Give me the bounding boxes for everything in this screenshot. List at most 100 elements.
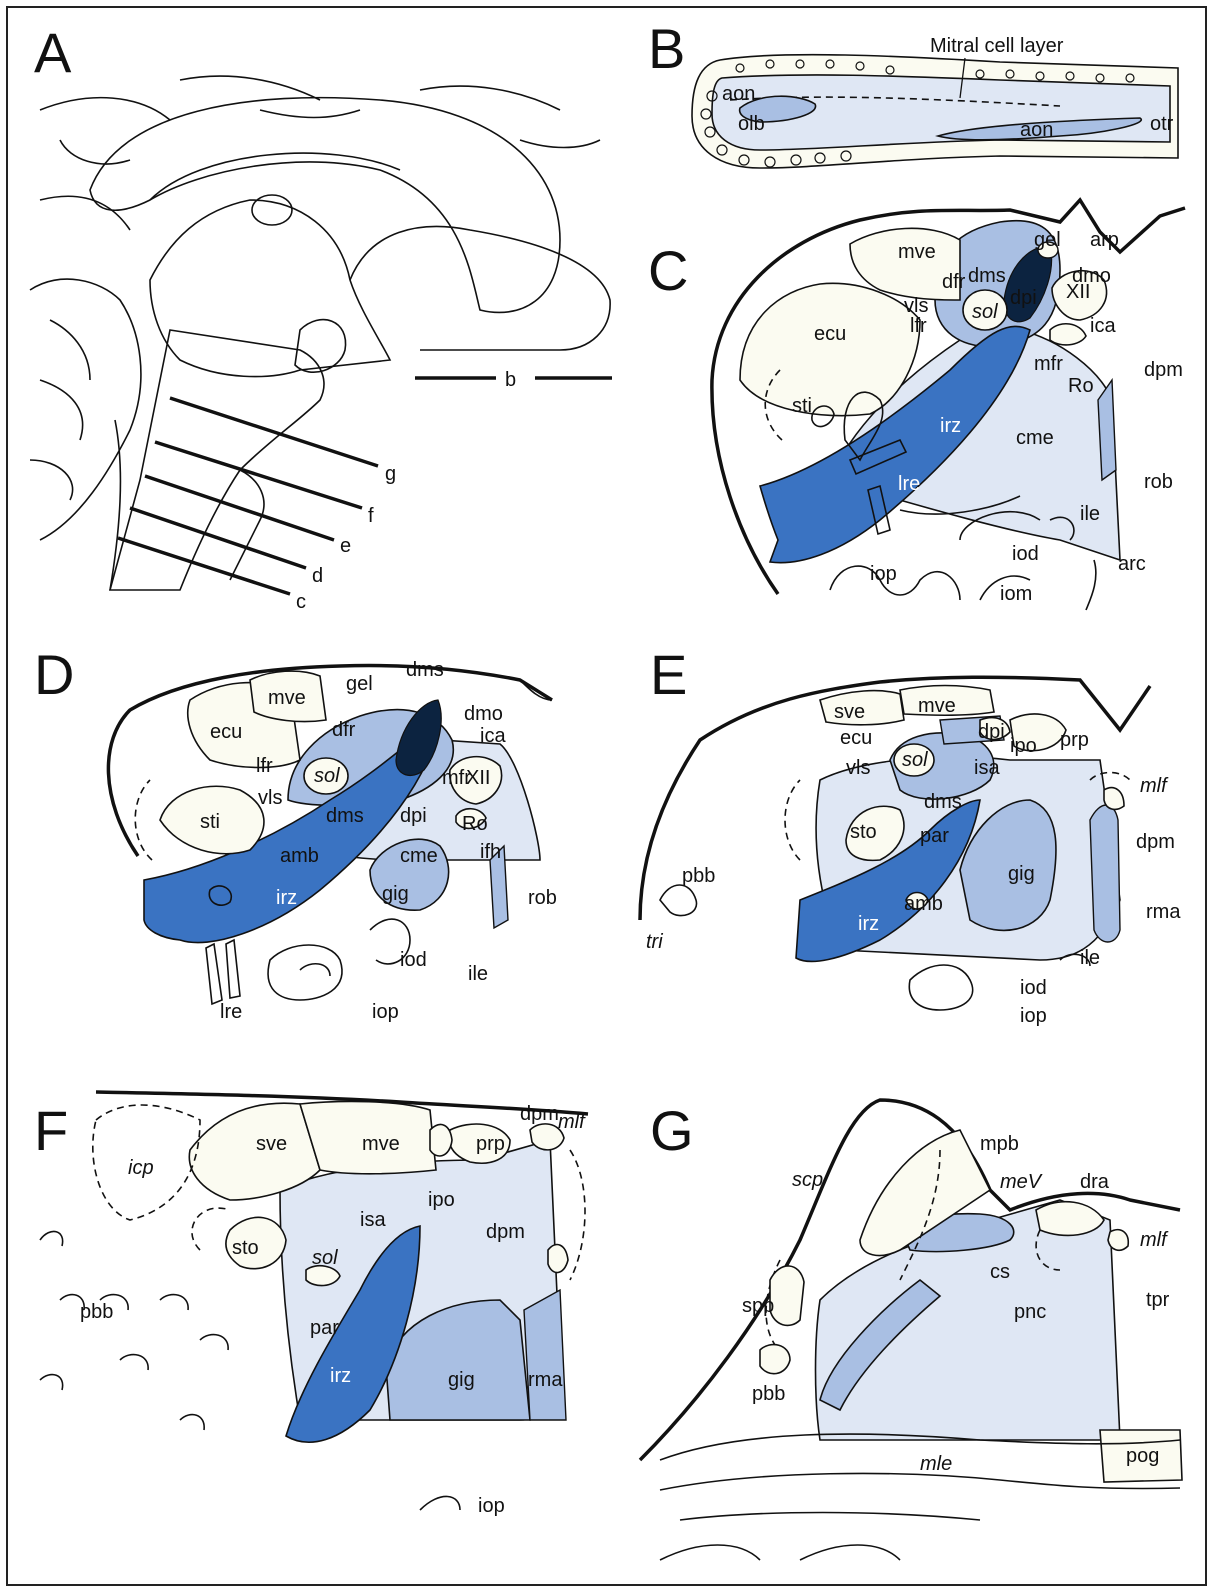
label-ile: ile — [1080, 503, 1100, 525]
label-e-sve: sve — [834, 701, 865, 723]
label-e-vls: vls — [846, 757, 870, 779]
label-otr: otr — [1150, 113, 1174, 135]
label-d-sti: sti — [200, 811, 220, 833]
label-f-dpm-mid: dpm — [486, 1221, 525, 1243]
panel-c: C gel arp mve dms dmo dfr vls dpi lfr so — [648, 200, 1185, 610]
label-ecu: ecu — [814, 323, 846, 345]
frontal-base — [350, 227, 610, 350]
label-d-ecu: ecu — [210, 721, 242, 743]
label-d-rob: rob — [528, 887, 557, 909]
label-e-gig: gig — [1008, 863, 1035, 885]
label-lre: lre — [898, 473, 920, 495]
label-mitral-cell-layer: Mitral cell layer — [930, 35, 1064, 57]
label-e-sol: sol — [902, 749, 928, 771]
pons-outline — [230, 470, 264, 580]
f-ipo-nucleus — [430, 1125, 452, 1156]
section-label-d: d — [312, 565, 323, 587]
label-olb: olb — [738, 113, 765, 135]
f-sto-boundary — [192, 1208, 230, 1250]
label-g-mpb: mpb — [980, 1133, 1019, 1155]
panel-letter-g: G — [650, 1099, 694, 1162]
label-f-mve: mve — [362, 1133, 400, 1155]
section-line-d — [130, 508, 306, 568]
label-f-sol: sol — [312, 1247, 338, 1269]
panel-a: A b g f e d c — [30, 21, 612, 613]
label-e-irz: irz — [858, 913, 879, 935]
label-d-xii: XII — [466, 767, 490, 789]
label-xii: XII — [1066, 281, 1090, 303]
label-d-gel: gel — [346, 673, 373, 695]
label-e-dms: dms — [924, 791, 962, 813]
label-f-dpm-top: dpm — [520, 1103, 559, 1125]
label-f-mlf: mlf — [558, 1111, 587, 1133]
section-label-c: c — [296, 591, 306, 613]
label-aon-caudal: aon — [1020, 119, 1053, 141]
panel-d: D gel dms mve dmo ecu dfr ica lfr sol mf… — [34, 643, 557, 1023]
section-label-g: g — [385, 463, 396, 485]
panel-b: B Mitral cell layer aon olb aon otr — [648, 17, 1178, 168]
e-dpm-nucleus — [1104, 788, 1124, 810]
rob-region — [1098, 380, 1116, 480]
label-d-iod: iod — [400, 949, 427, 971]
panel-letter-e: E — [650, 643, 687, 706]
ro-nucleus — [1050, 324, 1086, 345]
panel-letter-d: D — [34, 643, 74, 706]
label-e-rma: rma — [1146, 901, 1181, 923]
label-e-prp: prp — [1060, 729, 1089, 751]
label-d-irz: irz — [276, 887, 297, 909]
diencephalon — [150, 200, 390, 377]
label-f-icp: icp — [128, 1157, 154, 1179]
label-e-ile: ile — [1080, 947, 1100, 969]
label-d-iop: iop — [372, 1001, 399, 1023]
label-e-ecu: ecu — [840, 727, 872, 749]
label-g-mlf: mlf — [1140, 1229, 1169, 1251]
label-d-dms: dms — [326, 805, 364, 827]
label-e-par: par — [920, 825, 949, 847]
section-label-b: b — [505, 369, 516, 391]
label-arc: arc — [1118, 553, 1146, 575]
label-d-amb: amb — [280, 845, 319, 867]
label-d-mve: mve — [268, 687, 306, 709]
label-e-iop: iop — [1020, 1005, 1047, 1027]
label-lfr: lfr — [910, 315, 927, 337]
ecu-nucleus — [740, 283, 920, 415]
section-label-f: f — [368, 505, 374, 527]
label-d-dms-top: dms — [406, 659, 444, 681]
label-aon-rostral: aon — [722, 83, 755, 105]
label-d-lfr: lfr — [256, 755, 273, 777]
e-par-boundary — [785, 780, 800, 860]
d-lre-nucleus — [206, 940, 240, 1004]
label-e-pbb: pbb — [682, 865, 715, 887]
fornix — [150, 153, 400, 200]
label-mve: mve — [898, 241, 936, 263]
label-f-isa: isa — [360, 1209, 386, 1231]
label-f-par: par — [310, 1317, 339, 1339]
label-d-cme: cme — [400, 845, 438, 867]
label-vls: vls — [904, 295, 928, 317]
label-f-sve: sve — [256, 1133, 287, 1155]
label-d-ro: Ro — [462, 813, 488, 835]
label-rob: rob — [1144, 471, 1173, 493]
label-g-pnc: pnc — [1014, 1301, 1046, 1323]
f-iop-fold — [420, 1496, 460, 1510]
label-g-pbb: pbb — [752, 1383, 785, 1405]
g-pbb-nucleus — [760, 1345, 790, 1374]
label-dpi: dpi — [1010, 287, 1037, 309]
label-f-pbb: pbb — [80, 1301, 113, 1323]
label-e-amb: amb — [904, 893, 943, 915]
label-d-ile: ile — [468, 963, 488, 985]
label-sti: sti — [792, 395, 812, 417]
label-d-ifh: ifh — [480, 841, 501, 863]
label-e-sto: sto — [850, 821, 877, 843]
label-g-mev: meV — [1000, 1171, 1043, 1193]
label-d-dfr: dfr — [332, 719, 356, 741]
label-d-dpi: dpi — [400, 805, 427, 827]
panel-letter-b: B — [648, 17, 685, 80]
label-ro: Ro — [1068, 375, 1094, 397]
label-f-gig: gig — [448, 1369, 475, 1391]
label-dms: dms — [968, 265, 1006, 287]
label-iom: iom — [1000, 583, 1032, 605]
g-spp-nucleus — [770, 1266, 804, 1325]
label-dpm: dpm — [1144, 359, 1183, 381]
label-e-iod: iod — [1020, 977, 1047, 999]
